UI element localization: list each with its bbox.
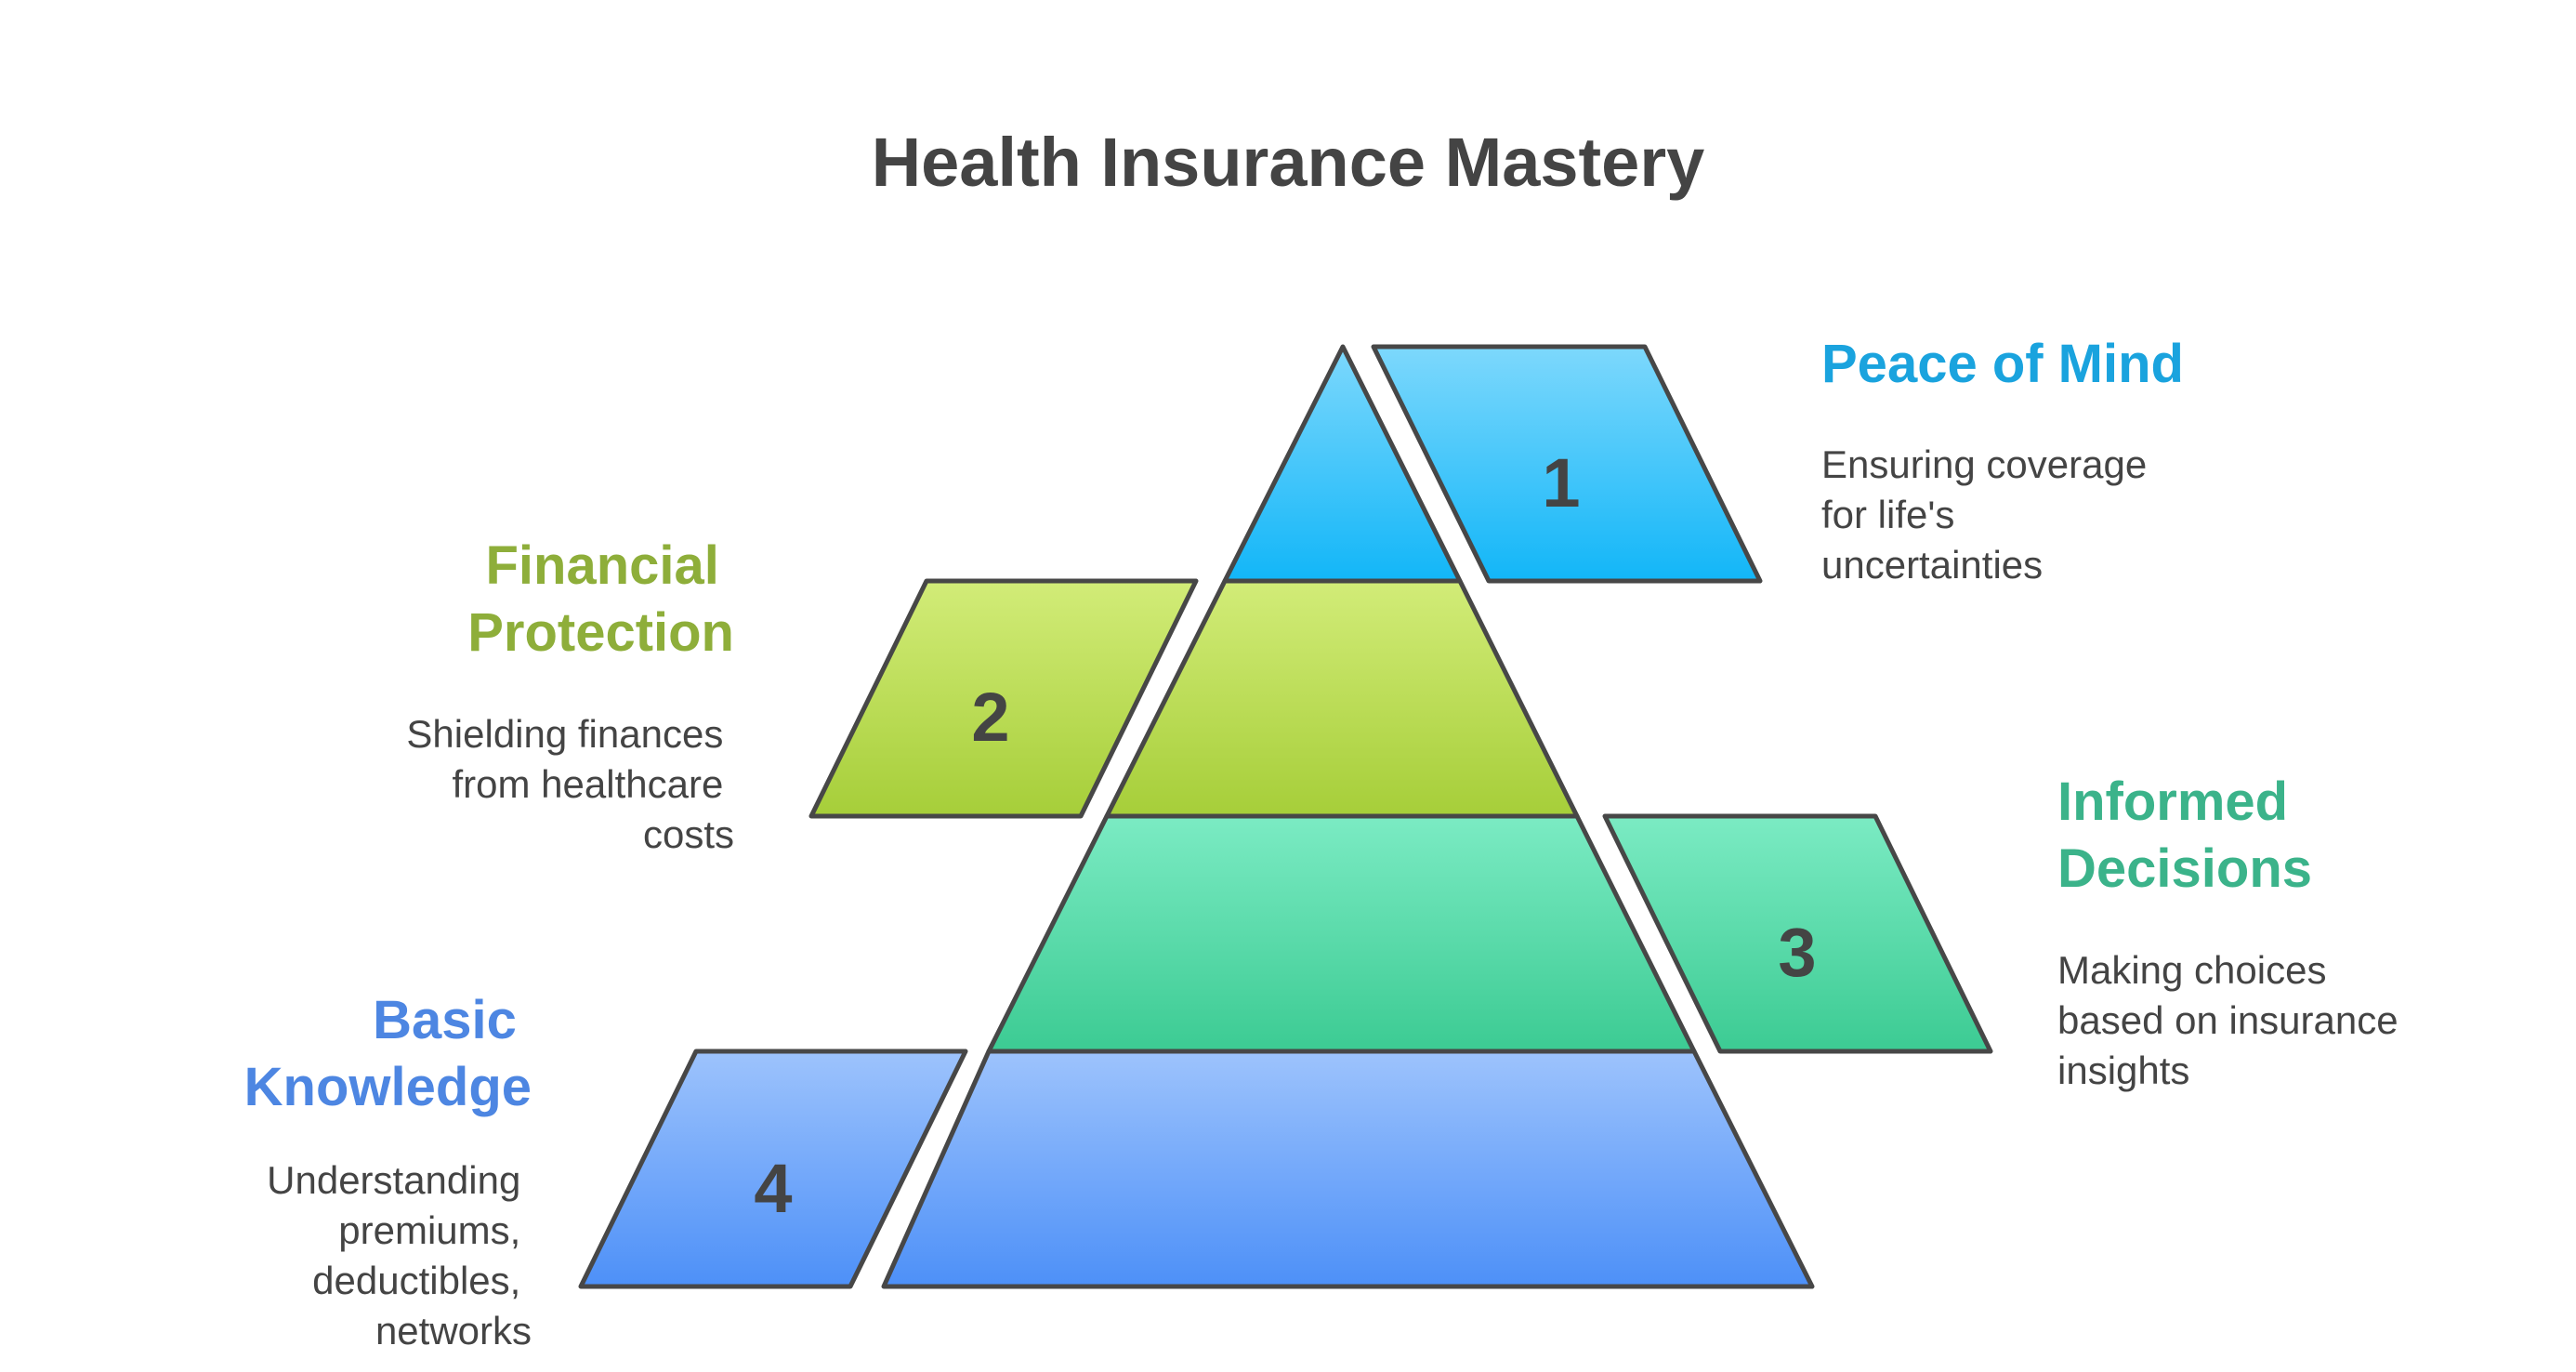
level-tab-2: [808, 578, 1199, 819]
pyramid: [881, 344, 1815, 1289]
level-number-1: 1: [1542, 444, 1580, 521]
level-3-heading: Informed Decisions: [2057, 772, 2312, 899]
level-tab-4: [578, 1049, 968, 1289]
level-3-label: Informed Decisions Making choices based …: [2057, 772, 2409, 1092]
level-4-description: Understanding premiums, deductibles, net…: [267, 1158, 532, 1352]
level-4-label: Basic Knowledge Understanding premiums, …: [244, 990, 532, 1352]
level-3-description: Making choices based on insurance insigh…: [2057, 948, 2409, 1092]
level-number-3: 3: [1778, 914, 1816, 991]
level-tab-1: [1371, 344, 1763, 584]
level-2-label: Financial Protection Shielding finances …: [406, 535, 734, 856]
level-4-heading: Basic Knowledge: [244, 990, 532, 1117]
pyramid-tier-4: [881, 1049, 1815, 1289]
level-tabs: 1 2 3 4: [578, 344, 1993, 1289]
level-tab-3: [1602, 813, 1993, 1054]
level-1-heading: Peace of Mind: [1821, 334, 2184, 394]
level-number-2: 2: [971, 679, 1009, 756]
level-2-description: Shielding finances from healthcare costs: [406, 712, 734, 856]
level-1-description: Ensuring coverage for life's uncertainti…: [1821, 442, 2158, 587]
level-2-heading: Financial Protection: [467, 535, 734, 663]
diagram-title: Health Insurance Mastery: [872, 124, 1705, 201]
pyramid-tier-3: [986, 813, 1697, 1054]
level-1-label: Peace of Mind Ensuring coverage for life…: [1821, 334, 2184, 587]
level-number-4: 4: [754, 1150, 792, 1227]
